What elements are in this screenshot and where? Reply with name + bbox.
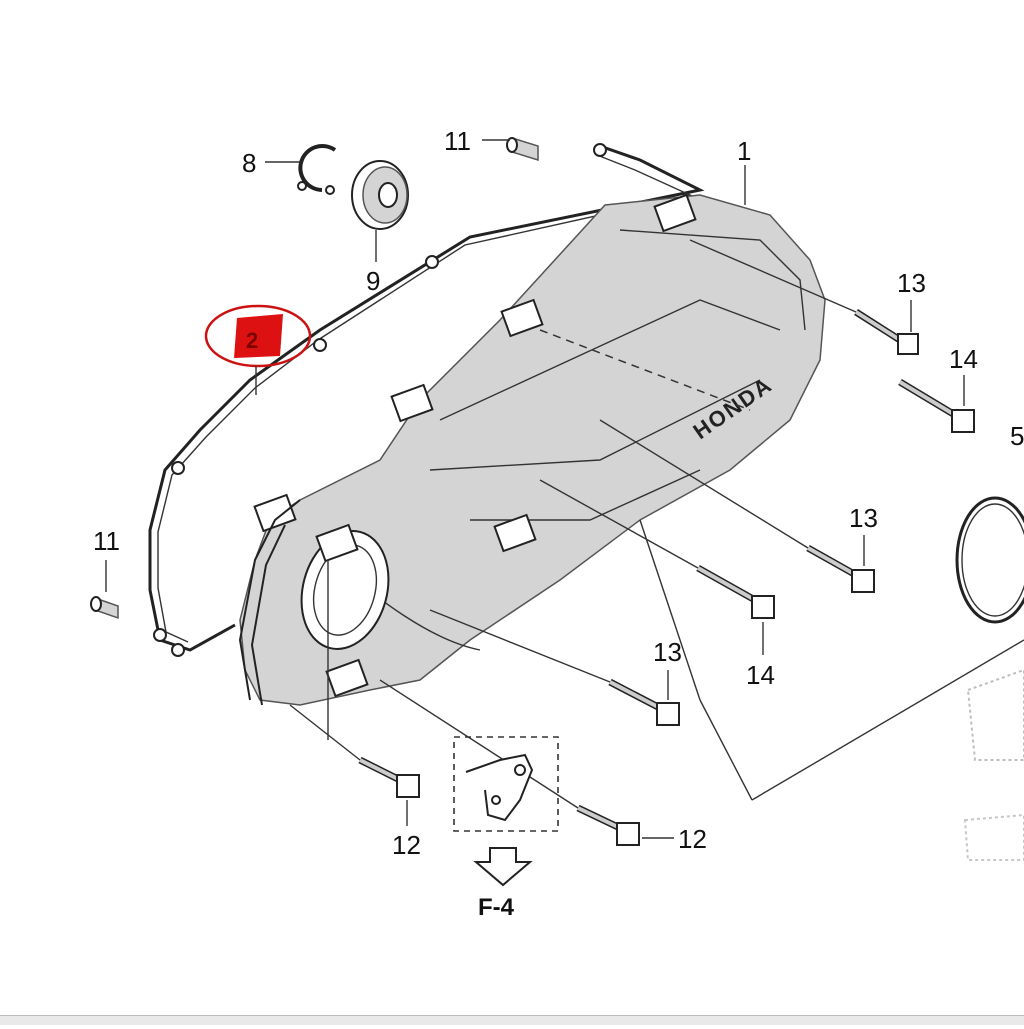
bottom-edge-bar [0, 1015, 1024, 1025]
left-crankcase-cover: HONDA [238, 193, 826, 706]
gasket-bolt-holes [153, 143, 607, 657]
callout-14-b: 14 [746, 660, 775, 690]
bolt-12-right [576, 804, 640, 846]
bolt-14-upper [898, 378, 975, 433]
dowel-pin-icon [506, 136, 539, 162]
bolt-14-lower [696, 564, 775, 619]
bolt-12-left [358, 756, 420, 798]
bracket-icon [465, 753, 534, 822]
partial-artwork-right [963, 668, 1024, 861]
highlight-ring [204, 304, 312, 368]
callout-9: 9 [366, 266, 380, 296]
callout-11-top: 11 [444, 126, 471, 156]
reference-arrow-icon [473, 847, 533, 887]
gasket-inner [157, 154, 693, 643]
callout-5: 5 [1010, 421, 1024, 451]
bolt-13-upper [854, 309, 919, 355]
dowel-pin-left-icon [90, 596, 119, 620]
callout-13-a: 13 [897, 268, 926, 298]
bolt-13-middle [806, 544, 875, 593]
bearing-icon [351, 160, 409, 230]
highlight-marker [234, 314, 283, 358]
callout-13-b: 13 [849, 503, 878, 533]
callout-12-left: 12 [392, 830, 421, 860]
callout-13-c: 13 [653, 637, 682, 667]
callout-11-left: 11 [93, 526, 120, 556]
callout-8: 8 [242, 148, 256, 178]
callout-14-a: 14 [949, 344, 978, 374]
bolt-13-lower [608, 678, 680, 726]
callout-12-right: 12 [678, 824, 707, 854]
circlip-icon [297, 144, 337, 195]
callout-1: 1 [737, 136, 751, 166]
o-ring-icon [955, 496, 1024, 624]
reference-label: F-4 [478, 894, 515, 921]
callout-2: 2 [246, 328, 258, 353]
